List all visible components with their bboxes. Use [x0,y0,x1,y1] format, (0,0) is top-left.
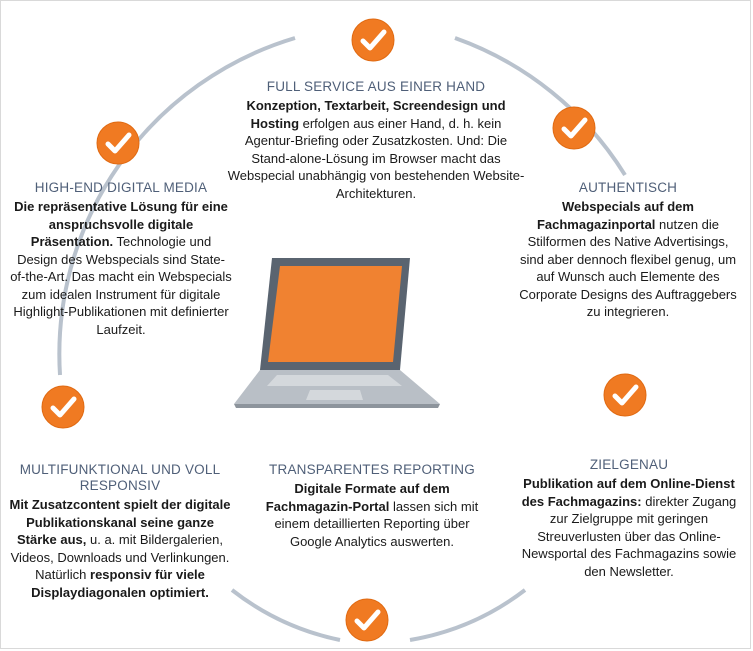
section-body: Publikation auf dem Online-Dienst des Fa… [520,475,738,580]
section-authentisch: AUTHENTISCH Webspecials auf dem Fachmaga… [517,180,739,321]
ring-arc-lower-right [409,588,527,642]
section-title: FULL SERVICE AUS EINER HAND [266,79,486,94]
check-badge-icon [351,18,395,62]
body-emphasis: Die repräsentative Lösung für eine anspr… [14,199,228,249]
section-multifunktional: MULTIFUNKTIONAL UND VOLL RESPONSIV Mit Z… [8,462,232,601]
body-emphasis: Konzeption, Textarbeit, Screendesign und… [246,98,506,131]
section-reporting: TRANSPARENTES REPORTING Digitale Formate… [252,462,492,550]
ring-arc-upper-left [57,36,296,376]
laptop-screen [268,266,402,362]
ring-arc-upper-right [454,36,627,177]
body-emphasis: Webspecials auf dem Fachmagazinportal [536,199,694,232]
section-title: MULTIFUNKTIONAL UND VOLL RESPONSIV [19,462,221,493]
check-badge-icon [603,373,647,417]
section-body: Mit Zusatzcontent spielt der digitale Pu… [8,496,232,601]
body-text: u. a. mit Bildergalerien, Videos, Downlo… [10,532,230,582]
section-title: ZIELGENAU [589,457,669,472]
check-badge-icon [96,121,140,165]
section-high-end: HIGH-END DIGITAL MEDIA Die repräsentativ… [10,180,232,338]
section-title: HIGH-END DIGITAL MEDIA [34,180,208,195]
section-title: AUTHENTISCH [578,180,678,195]
body-text: erfolgen aus einer Hand, d. h. kein Agen… [227,115,525,201]
section-body: Konzeption, Textarbeit, Screendesign und… [226,97,526,202]
section-zielgenau: ZIELGENAU Publikation auf dem Online-Die… [520,457,738,580]
check-badge-icon [552,106,596,150]
section-body: Webspecials auf dem Fachmagazinportal nu… [517,198,739,321]
body-text: direkter Zugang zur Zielgruppe mit gerin… [521,493,737,579]
body-text: nutzen die Stilformen des Native Adverti… [519,216,737,320]
section-body: Die repräsentative Lösung für eine anspr… [10,198,232,338]
body-emphasis: Publikation auf dem Online-Dienst des Fa… [521,476,735,509]
body-text: Technologie und Design des Webspecials s… [10,234,232,337]
section-full-service: FULL SERVICE AUS EINER HAND Konzeption, … [226,79,526,202]
body-text: lassen sich mit einem detaillierten Repo… [274,498,479,549]
body-emphasis: Digitale Formate auf dem Fachmagazin-Por… [265,481,450,514]
check-badge-icon [345,598,389,642]
body-emphasis: responsiv für viele Displaydiagonalen op… [31,567,209,600]
section-title: TRANSPARENTES REPORTING [269,462,475,477]
check-badge-icon [41,385,85,429]
body-emphasis: Mit Zusatzcontent spielt der digitale Pu… [9,497,231,547]
section-body: Digitale Formate auf dem Fachmagazin-Por… [252,480,492,550]
ring-arc-lower-left [230,588,341,642]
laptop-icon [234,258,440,408]
